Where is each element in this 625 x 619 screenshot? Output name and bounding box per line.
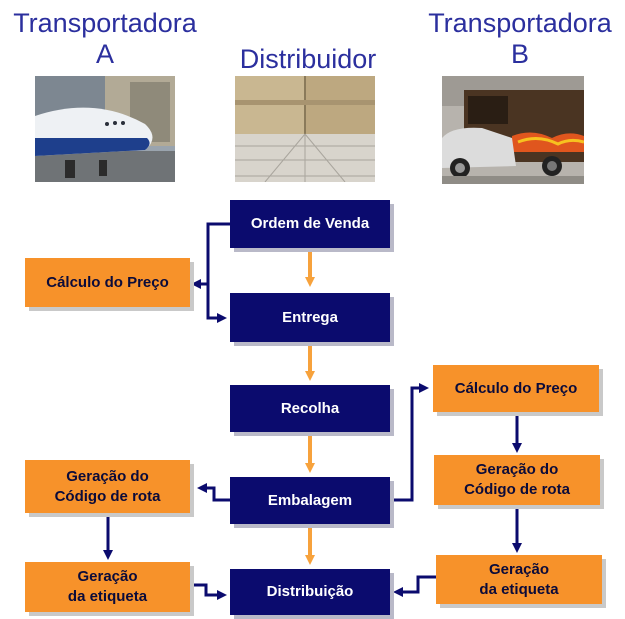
sales-order-box: Ordem de Venda xyxy=(230,200,390,248)
left-label-line2: da etiqueta xyxy=(67,588,148,605)
airplane-photo xyxy=(35,76,175,182)
carrier-a-header-line1: Transportadora xyxy=(13,8,197,38)
arrow-packing-to-left-route xyxy=(197,483,230,502)
delivery-box: Entrega xyxy=(230,293,390,342)
left-label-line1: Geração xyxy=(77,568,138,585)
sales-order-label: Ordem de Venda xyxy=(250,215,370,232)
arrow-right-label-to-distribution xyxy=(393,575,436,597)
left-route-code-box: Geração do Código de rota xyxy=(25,460,190,513)
carrier-b-header-line2: B xyxy=(510,39,529,69)
right-route-code-line1: Geração do xyxy=(475,461,559,478)
distribution-label: Distribuição xyxy=(266,583,354,600)
distributor-header: Distribuidor xyxy=(239,44,377,74)
carrier-a-header: Transportadora A xyxy=(0,8,210,70)
packing-box: Embalagem xyxy=(230,477,390,524)
carrier-b-header-line1: Transportadora xyxy=(428,8,612,38)
left-price-calc-label: Cálculo do Preço xyxy=(46,273,169,291)
right-price-calc-box: Cálculo do Preço xyxy=(433,365,599,412)
arrow-order-to-left-price xyxy=(191,222,230,289)
right-label-line1: Geração xyxy=(488,560,550,578)
carrier-a-header-line2: A xyxy=(95,39,114,69)
right-label-box: Geração da etiqueta xyxy=(436,555,602,604)
delivery-truck-photo xyxy=(442,76,584,184)
left-label-box: Geração da etiqueta xyxy=(25,562,190,612)
right-price-calc-label: Cálculo do Preço xyxy=(454,379,578,397)
packing-label: Embalagem xyxy=(267,491,353,509)
delivery-label: Entrega xyxy=(282,308,338,326)
distribution-box: Distribuição xyxy=(230,569,390,615)
left-price-calc-box: Cálculo do Preço xyxy=(25,258,190,307)
left-route-code-line1: Geração do xyxy=(66,467,149,485)
right-label-line2: da etiqueta xyxy=(479,580,559,598)
right-route-code-line2: Código de rota xyxy=(464,481,570,498)
arrow-left-label-to-distribution xyxy=(190,583,227,600)
pickup-label: Recolha xyxy=(280,399,340,417)
left-route-code-line2: Código de rota xyxy=(54,487,161,505)
arrow-left-price-to-delivery xyxy=(206,284,227,323)
warehouse-boxes-photo xyxy=(235,76,375,182)
carrier-b-header: Transportadora B xyxy=(415,8,625,70)
right-route-code-box: Geração do Código de rota xyxy=(434,455,600,505)
pickup-box: Recolha xyxy=(230,385,390,432)
arrow-packing-to-right-price xyxy=(390,383,429,502)
